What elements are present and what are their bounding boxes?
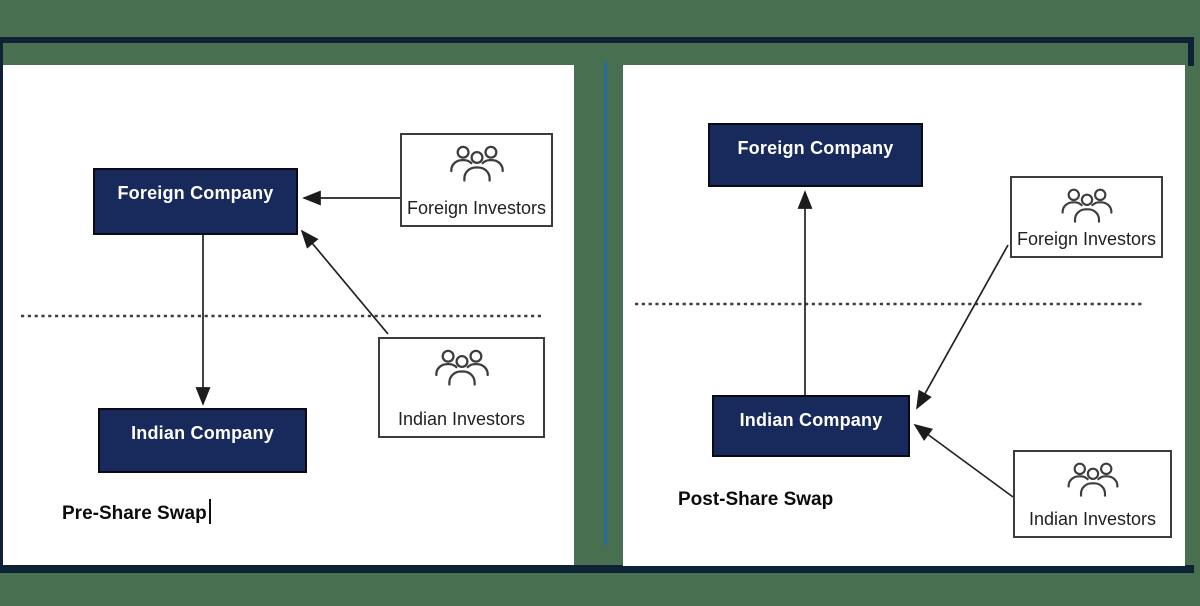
indian-investors-box: Indian Investors — [378, 337, 545, 438]
arrow-indian-investors-to-foreign-company — [300, 229, 389, 335]
frame-top-line — [0, 37, 1194, 43]
post-share-swap-caption-text: Post-Share Swap — [678, 489, 834, 510]
pre-share-swap-caption-text: Pre-Share Swap — [62, 503, 207, 524]
arrow-foreign-investors-to-indian-company — [916, 244, 1009, 410]
indian-company-label: Indian Company — [739, 410, 883, 430]
foreign-company-label: Foreign Company — [737, 138, 894, 158]
people-group-icon — [1059, 187, 1115, 225]
people-group-icon — [1065, 461, 1121, 499]
foreign-investors-box: Foreign Investors — [1010, 176, 1163, 258]
text-caret — [208, 499, 211, 524]
indian-company-box: Indian Company — [98, 408, 307, 473]
frame-left-line — [0, 43, 3, 565]
indian-investors-label: Indian Investors — [397, 409, 526, 429]
people-group-icon — [448, 144, 506, 184]
indian-investors-box: Indian Investors — [1013, 450, 1172, 538]
foreign-company-box: Foreign Company — [708, 123, 923, 187]
post-share-swap-panel: Foreign Company Foreign Investors Indian… — [623, 65, 1185, 566]
pre-share-swap-panel: Foreign Company Foreign Investors Indian… — [3, 65, 574, 565]
foreign-investors-label: Foreign Investors — [406, 198, 547, 218]
foreign-investors-label: Foreign Investors — [1016, 229, 1157, 249]
foreign-investors-box: Foreign Investors — [400, 133, 553, 227]
frame-bottom-line — [0, 565, 1194, 573]
foreign-company-box: Foreign Company — [93, 168, 298, 235]
indian-company-box: Indian Company — [712, 395, 910, 457]
pre-share-swap-caption[interactable]: Pre-Share Swap — [62, 499, 211, 525]
frame-top-right-tick — [1188, 43, 1194, 66]
foreign-company-label: Foreign Company — [117, 183, 274, 203]
people-group-icon — [433, 348, 491, 388]
indian-company-label: Indian Company — [131, 423, 274, 443]
panel-divider-line — [604, 62, 607, 545]
arrow-indian-investors-to-indian-company — [913, 423, 1014, 498]
indian-investors-label: Indian Investors — [1028, 509, 1157, 529]
post-share-swap-caption: Post-Share Swap — [678, 489, 833, 511]
